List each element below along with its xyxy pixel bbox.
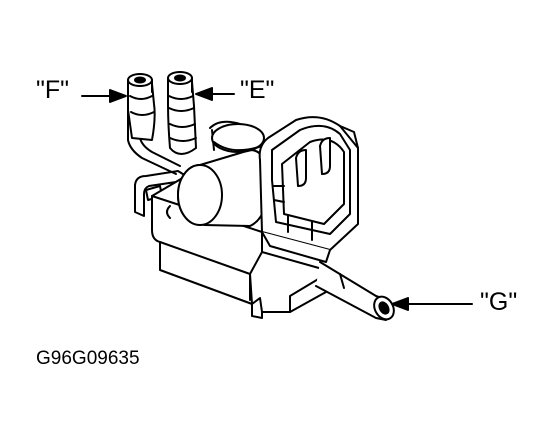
callout-arrow-g	[391, 297, 473, 311]
port-g-tube	[315, 261, 395, 321]
callout-label-e: "E"	[240, 76, 275, 104]
callout-label-f: "F"	[36, 76, 70, 104]
port-e-nipple	[167, 71, 197, 155]
callout-label-g: "G"	[480, 288, 518, 316]
callout-arrow-f	[81, 89, 127, 103]
port-f-nipple	[127, 73, 156, 141]
callout-arrow-e	[195, 87, 235, 101]
coil-cylinder	[177, 120, 269, 227]
figure-code: G96G09635	[36, 348, 140, 369]
electrical-connector	[258, 116, 359, 263]
